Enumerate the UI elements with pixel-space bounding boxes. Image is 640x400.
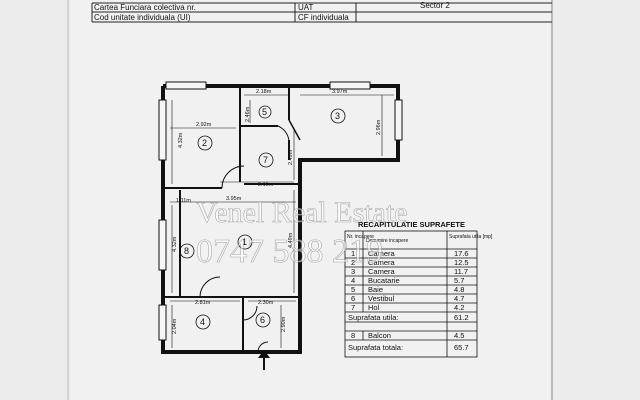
row7-nr: 7 — [351, 303, 355, 312]
door-entry — [257, 341, 269, 353]
utila-value: 61.2 — [454, 313, 469, 322]
window-kitchen — [158, 304, 167, 341]
room-5-number: 5 — [262, 107, 267, 117]
row3-nr: 3 — [351, 267, 355, 276]
header-sector: Sector 2 — [420, 1, 450, 10]
room-6-number: 6 — [260, 315, 265, 325]
header-uat: UAT — [298, 3, 314, 12]
window-room3 — [329, 81, 371, 90]
door-room1 — [199, 276, 221, 298]
row6-area: 4.7 — [454, 294, 464, 303]
row6-name: Vestibul — [368, 294, 395, 303]
row4-name: Bucatarie — [368, 276, 400, 285]
dim-111: 1.11m — [176, 198, 191, 204]
paper-sheet — [70, 0, 550, 400]
watermark-brand: Venel Real Estate — [196, 196, 408, 229]
dim-432-top: 4.32m — [178, 132, 184, 148]
dim-449: 4.49m — [288, 232, 294, 248]
row4-nr: 4 — [351, 276, 355, 285]
window-room2-side — [158, 99, 167, 161]
row2-area: 12.5 — [454, 258, 469, 267]
watermark-phone: 0747 588 219 — [196, 233, 383, 270]
row5-name: Baie — [368, 285, 383, 294]
window-room2 — [165, 81, 207, 90]
row7-name: Hol — [368, 303, 380, 312]
dim-281: 2.81m — [195, 300, 211, 306]
totala-label: Suprafata totala: — [348, 343, 403, 352]
dim-249: 2.49m — [288, 149, 294, 165]
entrance-arrow-head — [258, 350, 270, 358]
balcon-nr: 8 — [351, 331, 355, 340]
dim-216: 2.16m — [258, 182, 274, 188]
header-cf-colectiva: Cartea Funciara colectiva nr. — [94, 3, 196, 12]
col-nr-header: Nr. incapere — [347, 234, 374, 240]
dim-296: 2.96m — [376, 119, 382, 135]
col-name-header: Denumire incapere — [366, 238, 408, 244]
room-markers: 2 5 3 7 8 1 4 6 — [179, 105, 346, 330]
row7-area: 4.2 — [454, 303, 464, 312]
area-summary-table: RECAPITULATIE SUPRAFETE Nr. incapere Den… — [344, 220, 493, 358]
row1-area: 17.6 — [454, 249, 469, 258]
row2-name: Camera — [368, 258, 396, 267]
row5-nr: 5 — [351, 285, 355, 294]
table-grid — [344, 230, 478, 358]
header-cod-unitate: Cod unitate individuala (UI) — [94, 13, 191, 22]
balcon-area: 4.5 — [454, 331, 464, 340]
dim-397: 3.97m — [332, 89, 348, 95]
door-room2 — [221, 165, 245, 189]
row1-nr: 1 — [351, 249, 355, 258]
row6-nr: 6 — [351, 294, 355, 303]
dim-395: 3.95m — [226, 196, 242, 202]
balcon-name: Balcon — [368, 331, 391, 340]
door-room5 — [277, 125, 290, 143]
header-cf-individuala: CF individuala — [298, 13, 349, 22]
totala-value: 65.7 — [454, 343, 469, 352]
dimension-lines — [170, 94, 394, 348]
row1-name: Camera — [368, 249, 396, 258]
room-2-number: 2 — [202, 138, 207, 148]
watermark: Venel Real Estate 0747 588 219 — [196, 196, 408, 271]
row3-name: Camera — [368, 267, 396, 276]
dim-292: 2.92m — [196, 122, 212, 128]
room-7-number: 7 — [263, 155, 268, 165]
room-8-number: 8 — [184, 246, 189, 256]
dim-246: 2.46m — [245, 106, 251, 122]
dim-290: 2.90m — [281, 316, 287, 332]
header-table: Cartea Funciara colectiva nr. UAT Sector… — [91, 1, 552, 23]
row5-area: 4.8 — [454, 285, 464, 294]
dim-218: 2.18m — [256, 89, 272, 95]
door-room3-leaf — [288, 119, 301, 141]
outer-walls — [161, 84, 400, 354]
floor-plan: 2.18m 3.97m 2.92m 4.32m 2.46m 2.96m 2.16… — [158, 81, 403, 370]
window-room3-side — [394, 99, 403, 141]
window-balcony — [158, 219, 167, 271]
row3-area: 11.7 — [454, 267, 468, 276]
utila-label: Suprafata utila: — [348, 313, 398, 322]
dim-194: 2.04m — [172, 318, 178, 334]
room-4-number: 4 — [200, 317, 205, 327]
dim-230: 2.30m — [258, 300, 274, 306]
door-kitchen — [242, 305, 258, 321]
table-title: RECAPITULATIE SUPRAFETE — [358, 220, 465, 229]
room-1-number: 1 — [242, 237, 247, 247]
col-area-header: Suprafata utila [mp] — [449, 234, 493, 240]
dim-432-left: 4.32m — [172, 236, 178, 252]
row2-nr: 2 — [351, 258, 355, 267]
row4-area: 5.7 — [454, 276, 464, 285]
room-3-number: 3 — [335, 111, 340, 121]
